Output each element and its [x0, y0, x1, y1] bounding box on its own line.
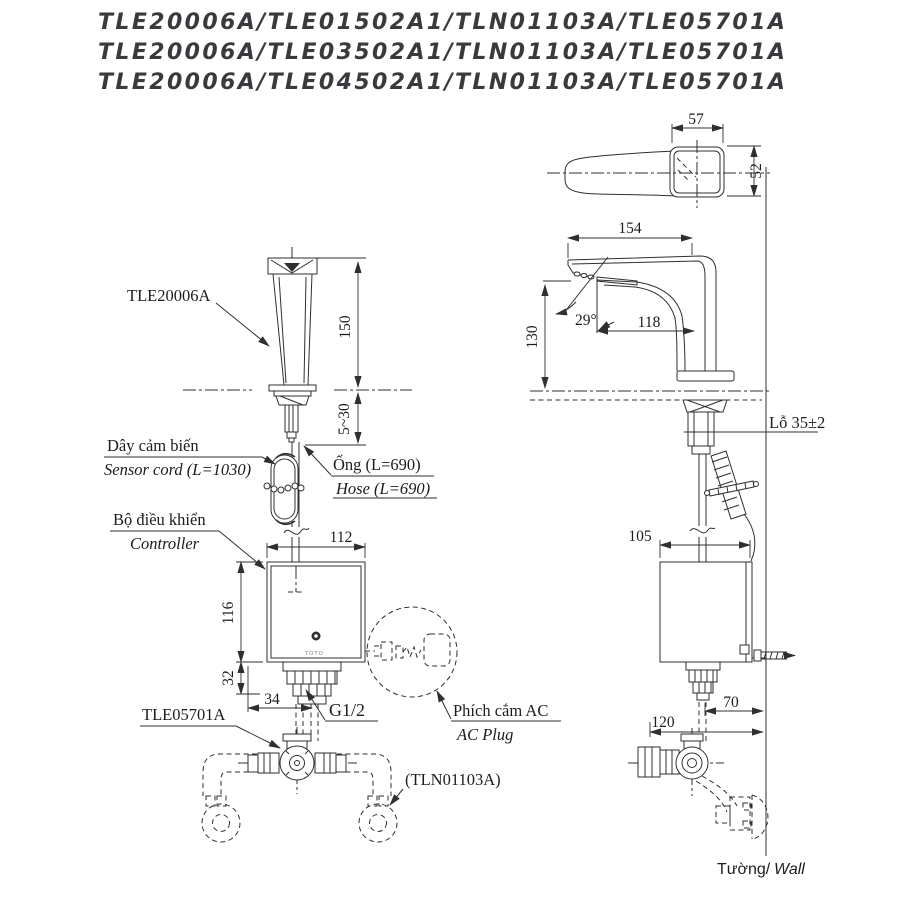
faucet-callout: TLE20006A [127, 286, 270, 347]
sensor-angle: 29° [555, 256, 609, 333]
dim-150-label: 150 [337, 315, 354, 339]
hose-label-vi: Ống (L=690) [333, 455, 421, 474]
hose-callout: Ống (L=690) Hose (L=690) [303, 445, 437, 499]
thread-callout: G1/2 [305, 689, 378, 722]
title-line-1: TLE20006A/TLE01502A1/TLN01103A/TLE05701A [98, 10, 788, 35]
dim-spout-height: 150 [316, 257, 366, 388]
sensor-cord-coil [263, 452, 305, 526]
dim-116-label: 116 [220, 601, 237, 624]
hole-label: Lỗ 35±2 [769, 413, 825, 432]
title-block: TLE20006A/TLE01502A1/TLN01103A/TLE05701A… [98, 8, 898, 98]
sensor-cord-bundle [704, 450, 759, 562]
dim-105-label: 105 [628, 528, 652, 545]
dim-118-label: 118 [638, 314, 661, 331]
supply-piping-dashed [201, 753, 398, 843]
dim-5-30-label: 5~30 [336, 403, 353, 435]
faucet-front [267, 247, 318, 443]
valve-label: TLE05701A [142, 705, 225, 724]
supply-hose-callout: (TLN01103A) [389, 770, 501, 806]
spout-top-view [547, 140, 770, 208]
dim-spout-reach: 154 [567, 220, 693, 258]
dim-deck-thickness: 5~30 [305, 392, 366, 446]
angle-29-label: 29° [575, 312, 597, 329]
faucet-side [567, 255, 735, 382]
faucet-label: TLE20006A [127, 286, 210, 305]
controller-callout: Bộ điều khiển Controller [110, 510, 266, 570]
dim-120-label: 120 [651, 714, 675, 731]
dim-57-label: 57 [688, 111, 704, 128]
wall-callout: Tường/ Wall [717, 861, 805, 878]
dim-outlet-height: 130 [524, 280, 571, 389]
sensor-cord-label-vi: Dây cảm biến [107, 436, 199, 455]
dim-head-width: 57 [671, 111, 724, 143]
dim-70-label: 70 [723, 694, 739, 711]
controller-label-en: Controller [130, 534, 200, 553]
counter-line-side [530, 390, 770, 401]
wall-label-vi: Tường/ [717, 861, 771, 878]
title-line-3: TLE20006A/TLE04502A1/TLN01103A/TLE05701A [98, 70, 788, 95]
dim-52-label: 52 [748, 163, 765, 179]
dim-controller-width: 112 [266, 529, 366, 558]
ac-plug-detail: Phích cắm AC AC Plug [365, 606, 561, 744]
dim-controller-depth: 105 [628, 528, 751, 558]
controller-label-vi: Bộ điều khiển [113, 510, 206, 529]
adapter-side [685, 661, 721, 741]
ac-plug-label-vi: Phích cắm AC [453, 701, 548, 720]
controller-logo: TOTO [304, 651, 324, 657]
dim-34-label: 34 [264, 691, 280, 708]
dim-154-label: 154 [618, 220, 642, 237]
valve-callout: TLE05701A [140, 705, 281, 749]
controller-front: TOTO [266, 561, 366, 663]
hole-callout: Lỗ 35±2 [684, 413, 825, 433]
sensor-cord-label-en: Sensor cord (L=1030) [104, 460, 251, 479]
sensor-cord-callout: Dây cảm biến Sensor cord (L=1030) [104, 436, 276, 479]
dim-112-label: 112 [330, 529, 353, 546]
front-view: 150 5~30 TLE20006A Dây cảm biến Sensor c… [104, 247, 561, 843]
ac-plug-label-en: AC Plug [456, 725, 513, 744]
valve-side [628, 728, 769, 840]
dim-valve-to-wall: 70 [704, 694, 764, 716]
side-view: 57 52 154 [524, 111, 825, 878]
controller-side [659, 561, 796, 663]
thread-label: G1/2 [329, 700, 365, 720]
dim-controller-to-wall: 120 [649, 714, 764, 737]
dim-controller-height: 116 32 [220, 561, 263, 695]
dim-adapter-offset: 34 [247, 666, 313, 712]
supply-hose-label: (TLN01103A) [405, 770, 501, 789]
valve-front [238, 727, 357, 794]
hose-label-en: Hose (L=690) [335, 479, 430, 498]
dim-sensor-reach: 118 [596, 314, 695, 335]
dim-head-depth: 52 [727, 145, 765, 197]
shank-side [682, 399, 728, 562]
dim-32-label: 32 [220, 670, 237, 686]
title-line-2: TLE20006A/TLE03502A1/TLN01103A/TLE05701A [98, 40, 788, 65]
wall-label-en: Wall [774, 861, 805, 878]
dim-130-label: 130 [524, 325, 541, 349]
